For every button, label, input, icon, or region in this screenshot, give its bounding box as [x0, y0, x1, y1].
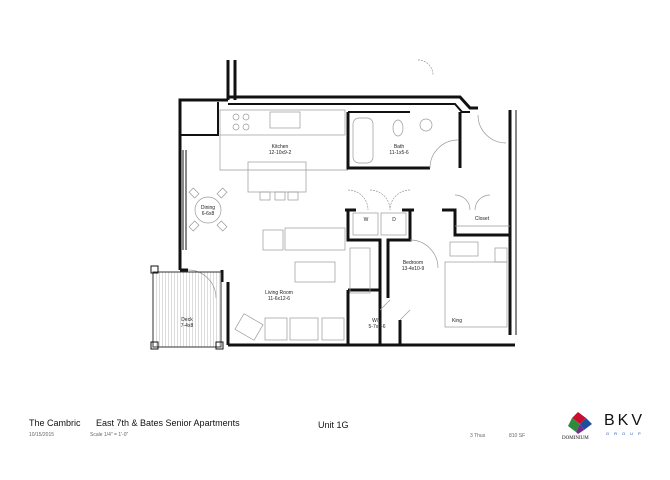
dryer-label: D [392, 217, 396, 223]
plan-scale: Scale 1/4" = 1'-0" [90, 432, 129, 438]
washer-label: W [364, 217, 369, 223]
plan-date: 10/15/2015 [29, 432, 55, 438]
walls [178, 60, 517, 347]
dining-dims: 6-6x8 [202, 211, 215, 217]
room-labels: Kitchen 12-10x9-2 Bath 11-1x5-6 Dining 6… [181, 144, 490, 330]
wic-dims: 5-7x4-6 [369, 324, 386, 330]
dominium-logo-icon [568, 412, 592, 434]
dominium-logo-text: DOMINIUM [562, 436, 589, 441]
living-dims: 11-6x12-6 [268, 296, 290, 302]
fixtures [187, 59, 510, 341]
deck [150, 265, 224, 350]
bedroom-label: Bedroom [403, 260, 423, 266]
living-label: Living Room [265, 290, 293, 296]
project-name: East 7th & Bates Senior Apartments [96, 418, 240, 428]
unit-name: Unit 1G [318, 420, 349, 430]
bedroom-dims: 13-4x10-9 [402, 266, 425, 272]
wic-label: W/C [372, 318, 382, 324]
bkv-logo-sub: GROUP [606, 431, 646, 436]
bath-label: Bath [394, 144, 405, 150]
deck-label: Deck [181, 317, 193, 323]
deck-dims: 7-4x8 [181, 323, 194, 329]
unit-type: 3 Thus [470, 433, 486, 439]
kitchen-dims: 12-10x9-2 [269, 150, 292, 156]
kitchen-label: Kitchen [272, 144, 289, 150]
dining-label: Dining [201, 205, 215, 211]
closet-label: Closet [475, 216, 490, 222]
unit-area: 810 SF [509, 433, 526, 439]
bath-dims: 11-1x5-6 [389, 150, 409, 156]
property-name: The Cambric [29, 418, 81, 428]
bkv-logo-text: BKV [604, 412, 646, 429]
bed-label: King [452, 318, 462, 324]
